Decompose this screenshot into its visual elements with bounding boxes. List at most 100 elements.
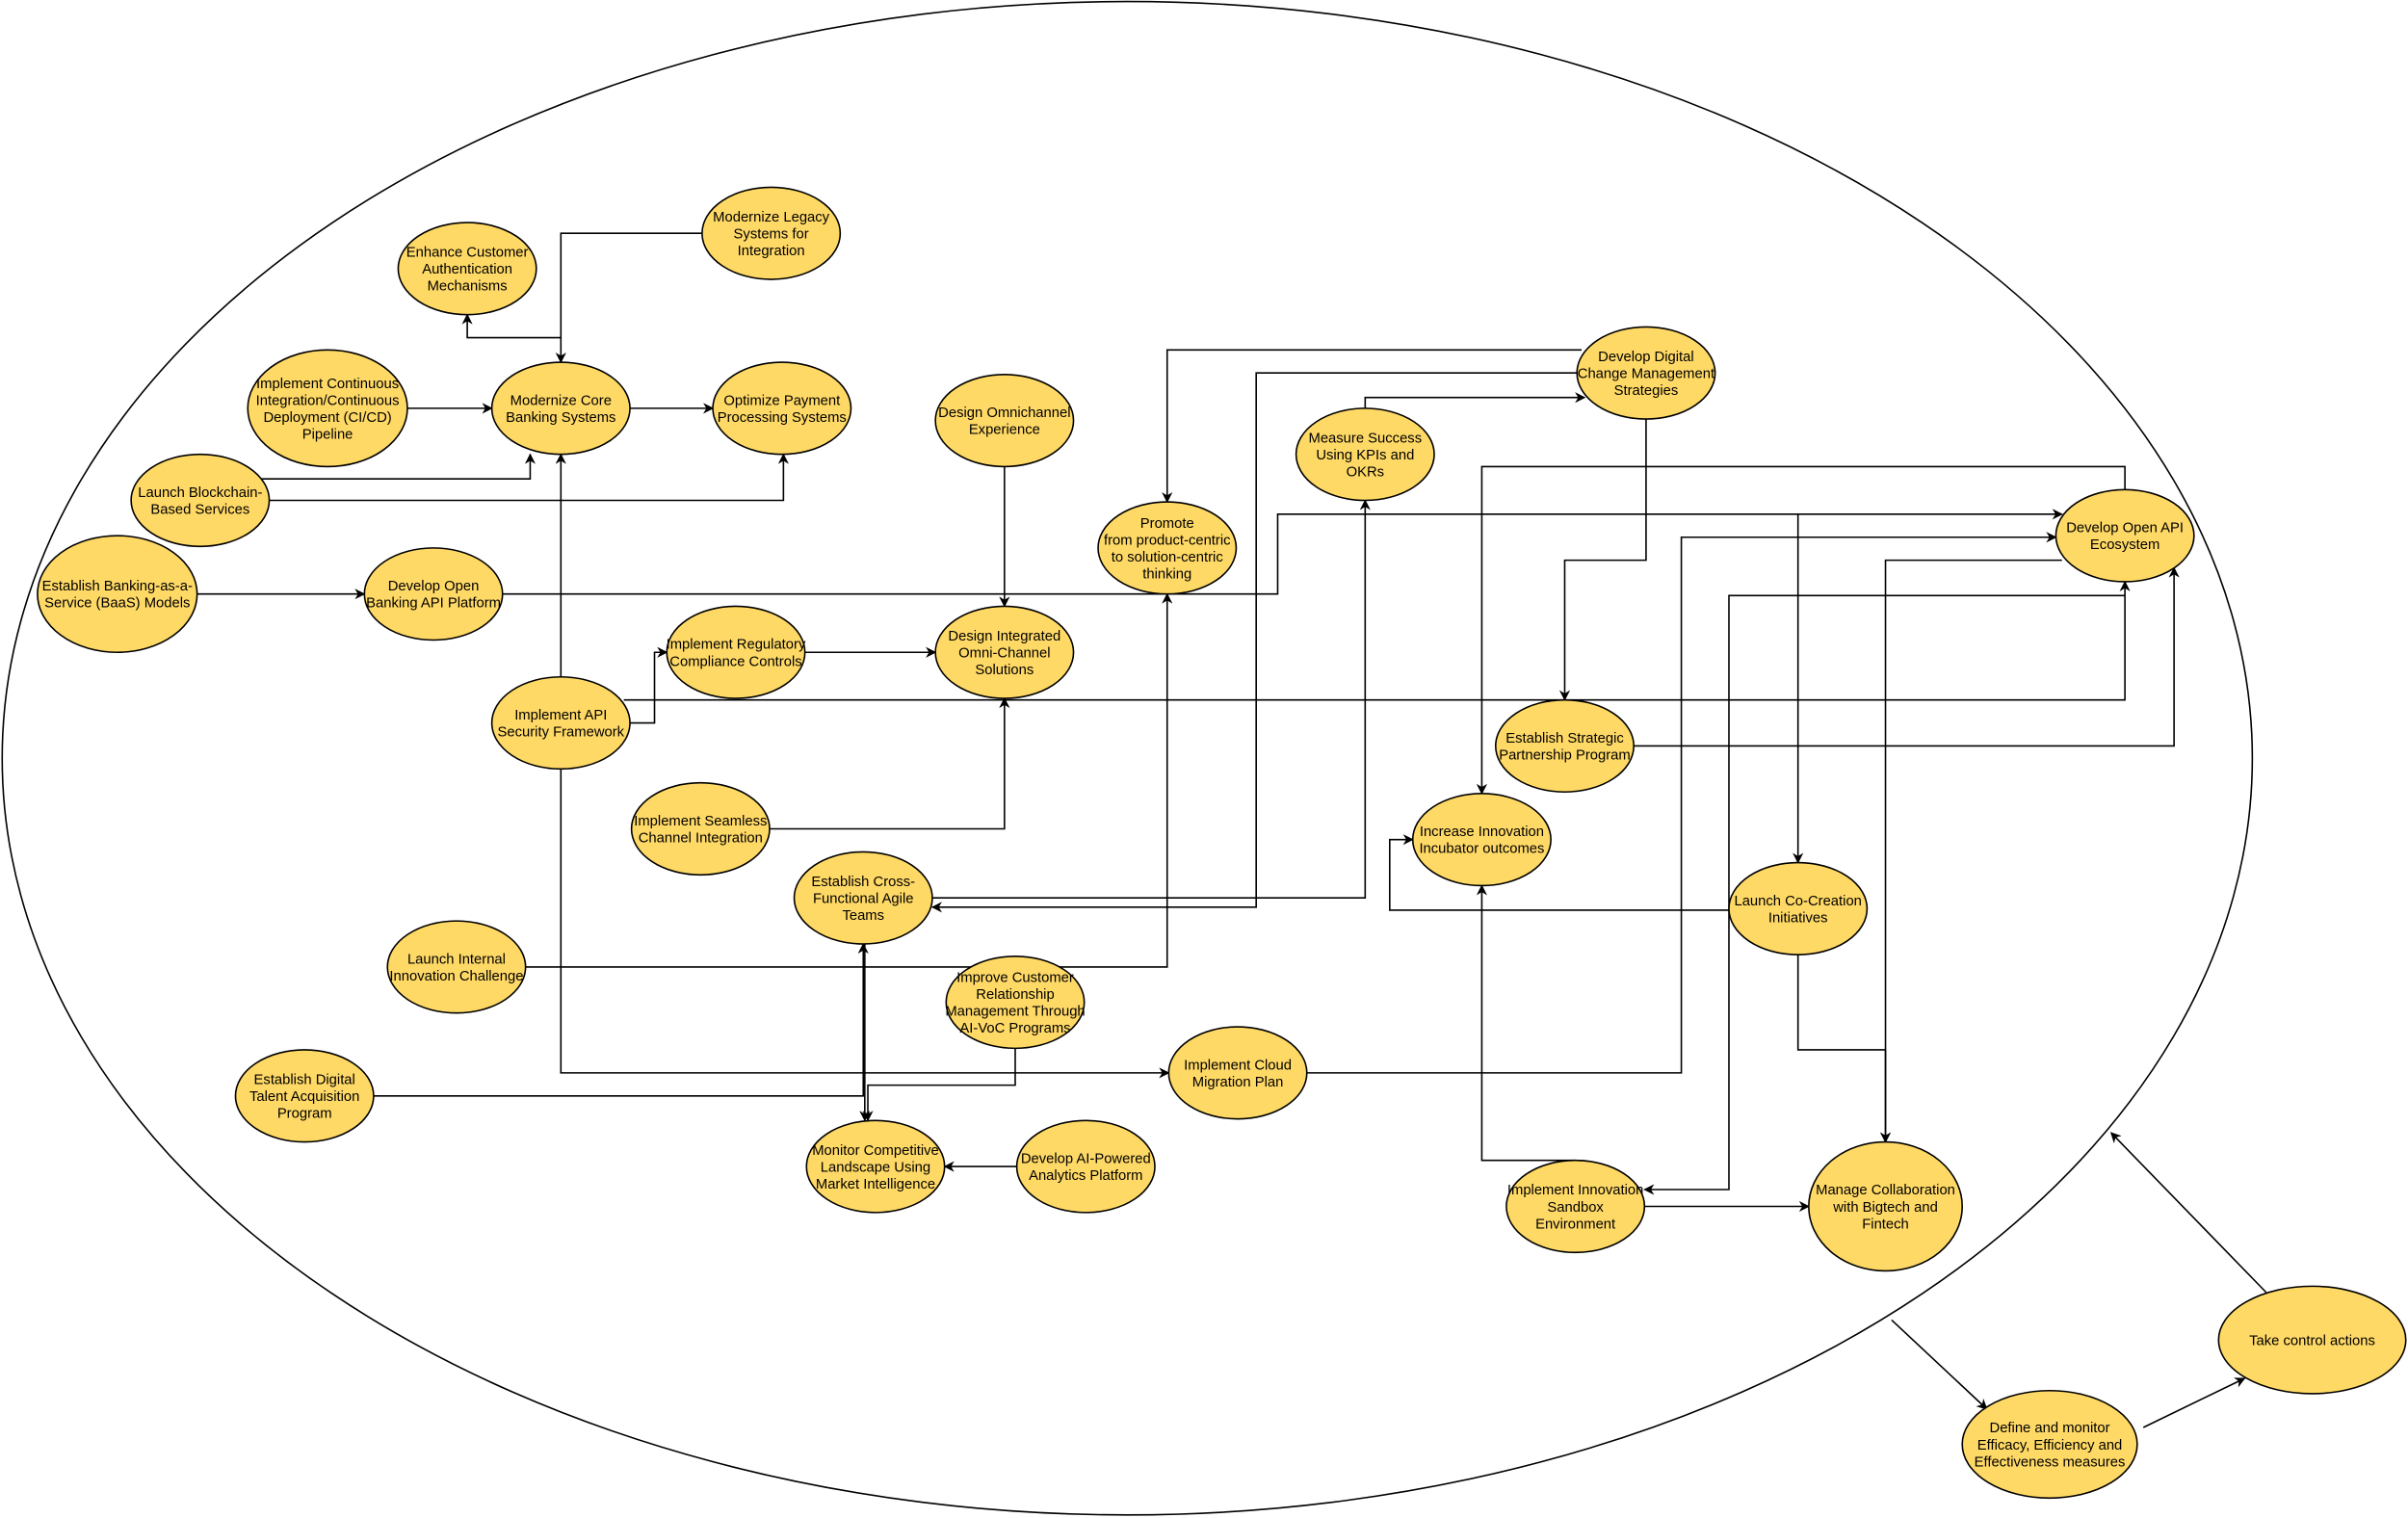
node-shape [712, 361, 852, 456]
node-label: Service (BaaS) Models [44, 596, 190, 612]
node-label: Authentication [422, 262, 512, 277]
connector-arrow [502, 509, 2063, 595]
connector-arrow [525, 592, 1173, 968]
node-label: Teams [842, 908, 884, 924]
node-label: Strategies [1614, 383, 1679, 399]
connector-arrow [373, 942, 869, 1097]
node-label: Launch Internal [407, 952, 506, 967]
edges-layer [196, 232, 2267, 1428]
node-label: Deployment (CI/CD) [263, 410, 391, 426]
node-shape [934, 605, 1075, 699]
node-shape [247, 349, 408, 468]
node-label: Design Integrated [948, 629, 1060, 644]
node-shape [1576, 326, 1716, 420]
node-label: Modernize Legacy [713, 210, 830, 225]
connector-arrow [623, 580, 2131, 701]
connector-arrow [630, 646, 668, 724]
node-shape [934, 374, 1075, 468]
node-shape [1728, 861, 1869, 955]
node-label: Program [277, 1107, 332, 1122]
node-label: Landscape Using [821, 1160, 930, 1175]
node-label: Establish Cross- [811, 875, 915, 890]
node-shape [363, 547, 504, 641]
node-label: Pipeline [302, 427, 353, 442]
node-label: Establish Digital [254, 1073, 355, 1088]
node-shape [397, 222, 537, 316]
node-label: OKRs [1347, 464, 1384, 480]
node-shape [234, 1049, 375, 1143]
nodes-layer: Enhance CustomerAuthenticationMechanisms… [37, 186, 2407, 1500]
node-label: Take control actions [2249, 1333, 2375, 1348]
node-label: Talent Acquisition [249, 1089, 359, 1105]
connector-arrow [1558, 419, 1647, 701]
connector-arrow [555, 232, 702, 364]
node-label: Launch Blockchain- [138, 485, 262, 501]
node-control-actions[interactable]: Take control actions [2217, 1285, 2407, 1395]
node-label: Migration Plan [1192, 1075, 1284, 1090]
node-label: Compliance Controls [669, 654, 801, 669]
node-label: Implement Regulatory [667, 638, 806, 653]
node-label: Develop Digital [1598, 350, 1694, 365]
node-label: with Bigtech and [1832, 1200, 1938, 1216]
node-label: Implement Continuous [256, 377, 399, 392]
node-label: Improve Customer [956, 971, 1074, 986]
node-blockchain[interactable]: Launch Blockchain-Based Services [130, 453, 271, 548]
node-label: Systems for [734, 226, 809, 242]
node-label: Design Omnichannel [938, 406, 1070, 421]
node-label: Security Framework [498, 725, 625, 741]
node-label: AI-VoC Programs [959, 1021, 1070, 1036]
node-label: Omni-Channel [958, 646, 1050, 662]
node-label: Develop AI-Powered [1021, 1152, 1151, 1167]
connector-arrow [2142, 1377, 2246, 1428]
connector-arrow [770, 696, 1010, 830]
node-label: Launch Co-Creation [1734, 894, 1861, 909]
node-shape [1961, 1389, 2138, 1500]
node-cicd[interactable]: Implement ContinuousIntegration/Continuo… [247, 349, 408, 468]
node-label: Relationship [976, 987, 1054, 1003]
node-shape [630, 781, 771, 877]
connector-arrow [931, 499, 1371, 900]
node-shape [130, 453, 271, 548]
node-label: Change Management [1578, 366, 1714, 381]
node-shape [1494, 698, 1635, 794]
node-label: Innovation Challenge [389, 969, 523, 984]
node-label: Implement Cloud [1184, 1058, 1292, 1073]
node-label: Develop Open [388, 579, 480, 594]
node-label: Promote [1140, 516, 1194, 532]
node-label: Processing Systems [718, 410, 847, 426]
node-label: Management Through [945, 1005, 1085, 1020]
node-shape [1167, 1026, 1308, 1120]
connector-arrow [1364, 392, 1586, 408]
node-label: Banking API Platform [366, 596, 501, 612]
node-shape [1808, 1140, 1964, 1272]
node-baas[interactable]: Establish Banking-as-a-Service (BaaS) Mo… [37, 535, 198, 654]
connector-arrow [461, 313, 562, 339]
